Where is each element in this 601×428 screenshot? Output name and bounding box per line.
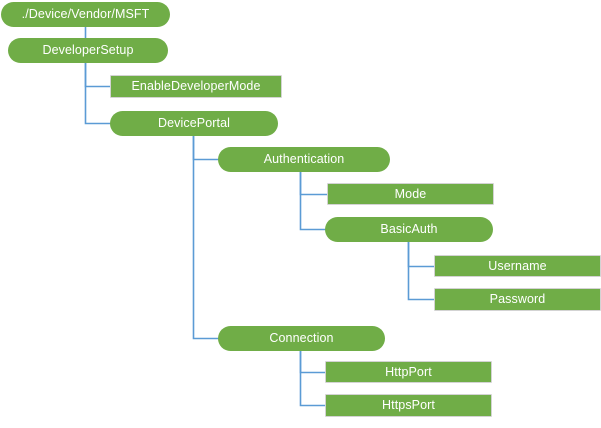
node-authentication[interactable]: Authentication (218, 147, 390, 172)
node-label-basicauth: BasicAuth (380, 222, 438, 237)
connector-authentication-to-basicauth (299, 171, 326, 231)
connector-developersetup-to-deviceportal (84, 62, 111, 125)
connector-connection-to-httpsport (299, 350, 326, 407)
node-label-password: Password (489, 292, 546, 307)
node-httpsport[interactable]: HttpsPort (325, 394, 492, 417)
node-mode[interactable]: Mode (327, 183, 494, 205)
node-label-authentication: Authentication (263, 152, 345, 167)
node-root[interactable]: ./Device/Vendor/MSFT (1, 2, 170, 27)
connector-authentication-to-mode (299, 171, 328, 196)
node-label-deviceportal: DevicePortal (157, 116, 231, 131)
node-label-connection: Connection (269, 331, 334, 346)
node-password[interactable]: Password (434, 288, 601, 311)
node-label-username: Username (488, 258, 547, 273)
connector-connection-to-httpport (299, 350, 326, 374)
node-label-httpsport: HttpsPort (382, 398, 435, 413)
node-label-httpport: HttpPort (385, 364, 432, 379)
node-label-enabledevelopermode: EnableDeveloperMode (131, 79, 261, 94)
connector-basicauth-to-password (407, 241, 435, 301)
node-label-developersetup: DeveloperSetup (42, 43, 134, 58)
connector-deviceportal-to-authentication (192, 135, 219, 161)
node-label-root: ./Device/Vendor/MSFT (21, 7, 150, 22)
node-httpport[interactable]: HttpPort (325, 361, 492, 383)
connector-basicauth-to-username (407, 241, 435, 268)
connector-deviceportal-to-connection (192, 135, 219, 340)
node-basicauth[interactable]: BasicAuth (325, 217, 493, 242)
connector-developersetup-to-enabledevelopermode (84, 62, 111, 88)
node-deviceportal[interactable]: DevicePortal (110, 111, 278, 136)
node-developersetup[interactable]: DeveloperSetup (8, 38, 168, 63)
node-label-mode: Mode (394, 186, 427, 201)
node-username[interactable]: Username (434, 255, 601, 277)
node-connection[interactable]: Connection (218, 326, 385, 351)
node-enabledevelopermode[interactable]: EnableDeveloperMode (110, 75, 282, 98)
